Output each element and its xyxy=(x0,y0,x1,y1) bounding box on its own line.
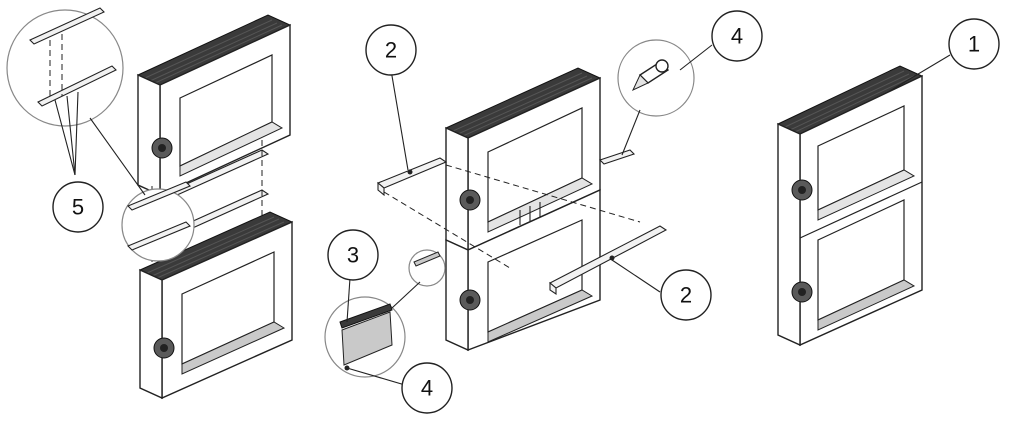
left-exploded-assembly xyxy=(6,7,294,400)
svg-text:2: 2 xyxy=(680,283,692,308)
side-rail-upper xyxy=(376,157,448,197)
callout-3: 3 xyxy=(327,229,379,281)
detail-circle-bracket xyxy=(324,296,406,378)
leader-3 xyxy=(346,277,351,323)
leader-4b xyxy=(346,367,406,386)
detail-circle-clip xyxy=(408,249,446,287)
callout-5: 5 xyxy=(52,181,104,233)
middle-stacked-assembly xyxy=(376,67,668,352)
damper-bottom-left xyxy=(138,211,294,400)
svg-text:3: 3 xyxy=(347,243,359,268)
side-rail-lower xyxy=(549,225,668,296)
svg-text:5: 5 xyxy=(72,195,84,220)
leader-1 xyxy=(887,54,951,93)
leader-2b xyxy=(611,259,661,293)
leader-4a xyxy=(679,44,713,71)
callout-4-lower: 4 xyxy=(401,362,453,414)
detail-circle-screw xyxy=(617,39,695,117)
callout-1: 1 xyxy=(948,18,1000,70)
svg-text:4: 4 xyxy=(421,376,433,401)
callout-4-upper: 4 xyxy=(711,10,763,62)
callout-2-upper: 2 xyxy=(365,24,417,76)
svg-text:2: 2 xyxy=(385,38,397,63)
svg-text:1: 1 xyxy=(968,32,980,57)
callout-2-lower: 2 xyxy=(660,269,712,321)
right-assembled-stack xyxy=(776,65,924,347)
damper-middle-lower xyxy=(445,188,601,352)
bracket-right xyxy=(598,149,636,165)
leader-2a xyxy=(390,69,409,171)
damper-top-left xyxy=(136,14,292,197)
detail-circle-rail-hooks xyxy=(6,7,124,127)
svg-text:4: 4 xyxy=(731,24,743,49)
detail-circle-rails xyxy=(121,181,195,262)
